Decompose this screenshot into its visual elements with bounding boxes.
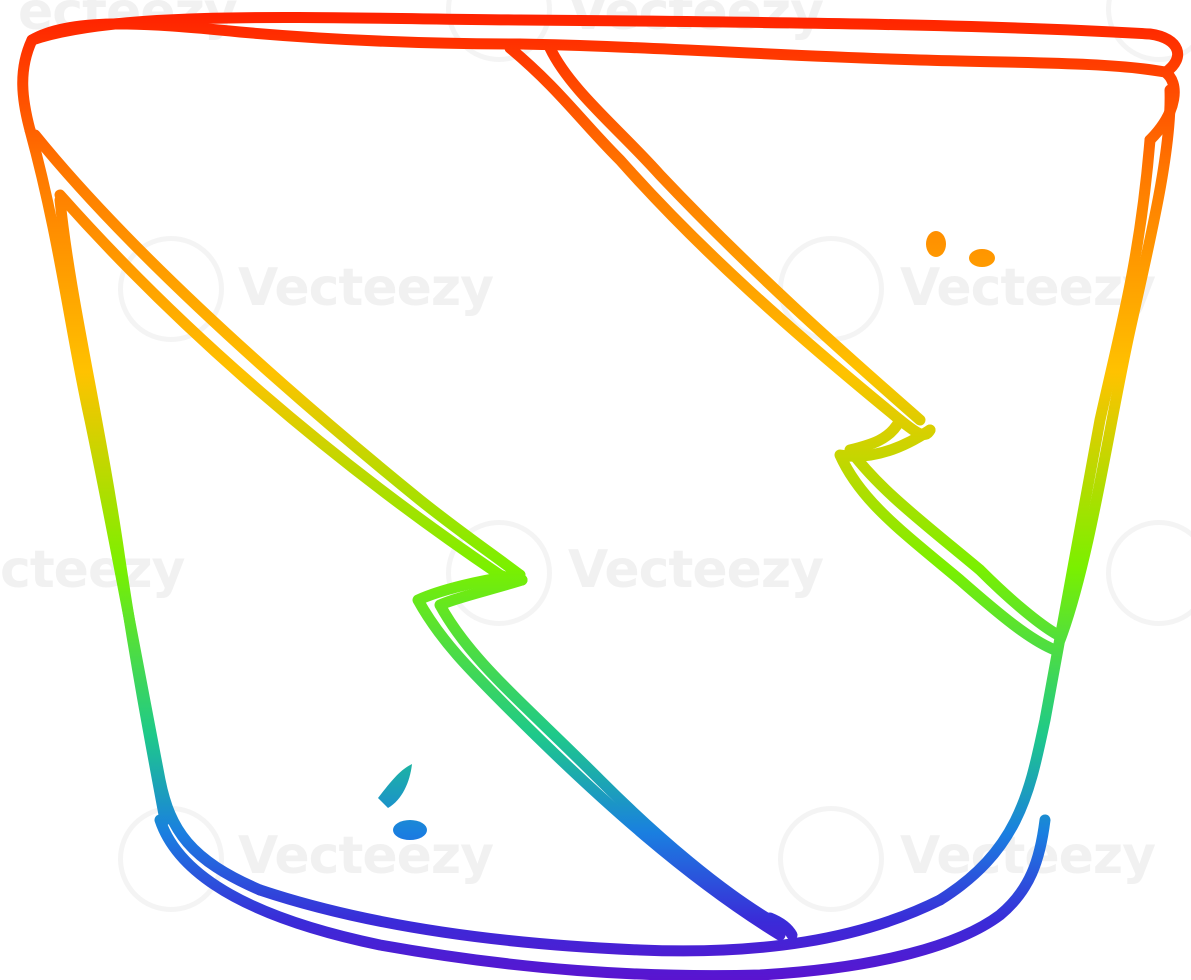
sparkle-mark-bottom-1	[378, 764, 412, 808]
pot-rim	[17, 18, 1180, 146]
crack-band-right-upper	[504, 42, 936, 440]
pot-right-wall-inner	[1054, 84, 1176, 646]
pot-left-wall-inner	[54, 194, 171, 826]
sparkle-marks	[378, 231, 995, 840]
pot-bottom	[154, 814, 1051, 980]
pot-rim-top	[26, 12, 1183, 78]
pot-right-wall	[934, 134, 1156, 906]
pot-bottom-inner	[254, 884, 946, 957]
crack-zigzag-right	[834, 424, 1061, 656]
crack-zigzag-right-2	[844, 414, 1064, 641]
sparkle-mark-top-1	[926, 231, 946, 257]
sparkle-mark-bottom-2	[393, 820, 427, 840]
crack-band-upper	[29, 129, 526, 581]
crack-zigzag-left	[412, 569, 786, 941]
sparkle-mark-top-2	[969, 249, 995, 267]
crack-zigzag-left-2	[434, 574, 776, 926]
crack-end-tick	[764, 912, 798, 941]
crack-band-right-upper-2	[544, 42, 926, 426]
